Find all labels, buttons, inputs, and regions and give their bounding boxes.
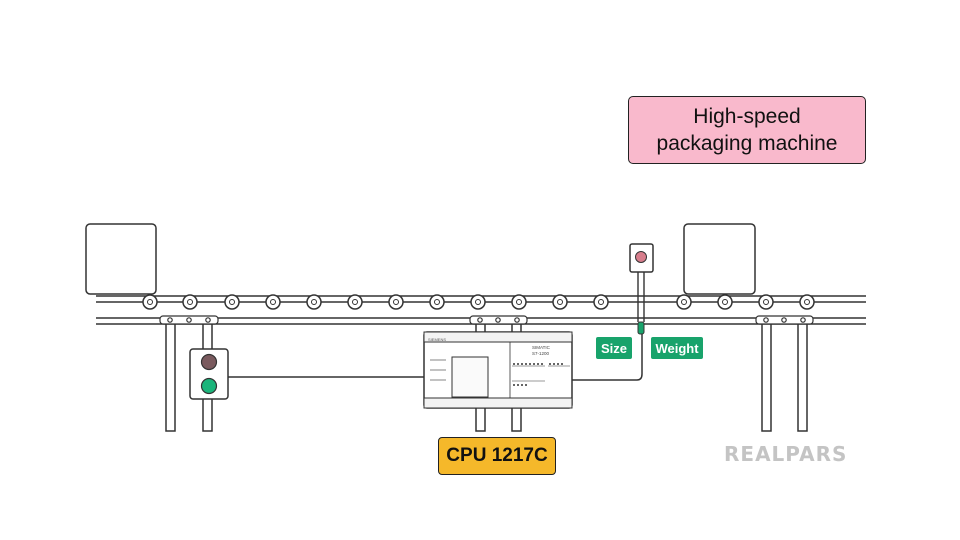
- plc-brand-text: SIEMENS: [428, 337, 447, 342]
- roller-hub: [434, 299, 440, 305]
- weight-tag-text: Weight: [655, 340, 699, 356]
- weight-tag: Weight: [651, 337, 703, 359]
- sensor-probe: [637, 321, 645, 335]
- realpars-logo-text: REALPARS: [724, 442, 848, 466]
- roller-hub: [393, 299, 399, 305]
- roller-hub: [722, 299, 728, 305]
- sensor-lamp: [635, 251, 647, 263]
- traffic-light-bottom-lamp: [200, 377, 218, 395]
- roller-hub: [187, 299, 193, 305]
- roller-hub: [147, 299, 153, 305]
- cpu-label: CPU 1217C: [438, 437, 556, 475]
- roller-hub: [681, 299, 687, 305]
- roller-hub: [475, 299, 481, 305]
- size-tag-text: Size: [600, 340, 627, 356]
- realpars-logo: REALPARS: [724, 442, 902, 466]
- roller-hub: [804, 299, 810, 305]
- roller-hub: [270, 299, 276, 305]
- roller-hub: [763, 299, 769, 305]
- machine-title-label: High-speed packaging machine: [628, 96, 866, 164]
- roller-hub: [598, 299, 604, 305]
- roller-hub: [352, 299, 358, 305]
- roller-hub: [229, 299, 235, 305]
- roller-hub: [516, 299, 522, 305]
- leg-clamps: [159, 315, 814, 325]
- plc-cpu-module: [423, 331, 573, 409]
- sensor: [629, 243, 654, 335]
- size-tag: Size: [596, 337, 632, 359]
- traffic-light-top-lamp: [200, 353, 218, 371]
- traffic-light: [189, 348, 229, 400]
- machine-title-text: High-speed packaging machine: [656, 105, 838, 155]
- conveyor-rollers: [142, 294, 815, 310]
- roller-hub: [311, 299, 317, 305]
- roller-hub: [557, 299, 563, 305]
- package-box-right: [683, 223, 756, 295]
- package-box-left: [85, 223, 157, 295]
- cpu-label-text: CPU 1217C: [446, 445, 548, 466]
- wiring: [228, 334, 643, 381]
- plc-model-text: SIMATIC S7-1200: [532, 345, 550, 356]
